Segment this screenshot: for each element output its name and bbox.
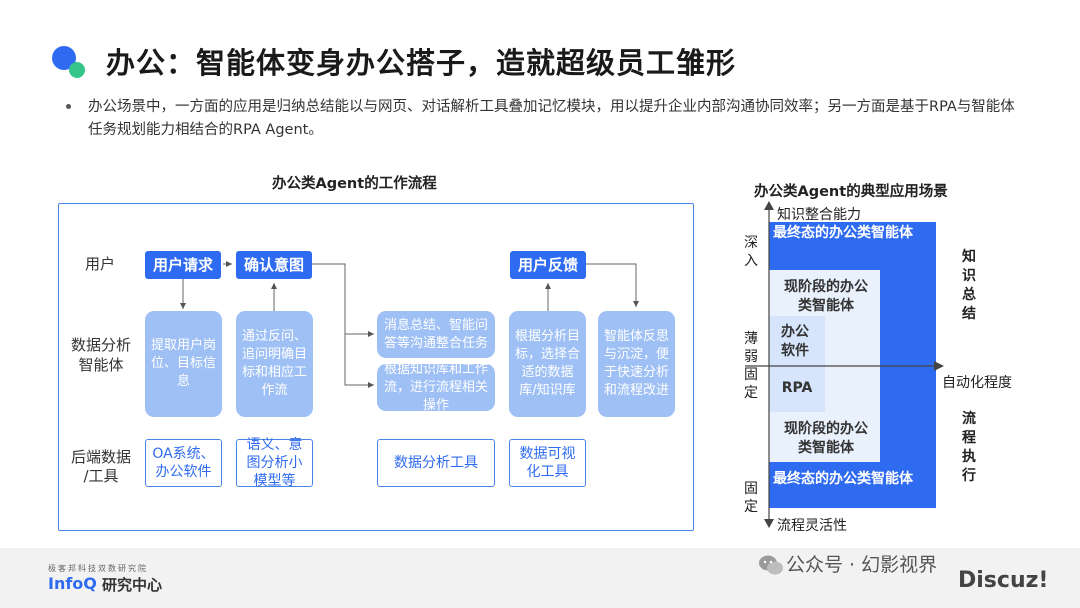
office-software-label: 办公软件 <box>781 324 809 359</box>
quadrant-title: 办公类Agent的典型应用场景 <box>754 184 948 200</box>
row-label-tools-1: 后端数据 <box>70 448 131 466</box>
y-axis-arrow-down <box>764 519 774 528</box>
footer-bar <box>0 548 1080 608</box>
left-label-weak: 薄弱 <box>744 331 758 365</box>
card-extract: 提取用户岗位、目标信息 <box>145 311 222 417</box>
rpa-label: RPA <box>781 380 813 396</box>
tool-oa: OA系统、办公软件 <box>145 439 222 487</box>
card-summary: 消息总结、智能问答等沟通整合任务 <box>377 311 495 358</box>
card-select: 根据分析目标，选择合适的数据库/知识库 <box>509 311 586 417</box>
right-label-process: 流程执行 <box>962 411 976 484</box>
y-axis-bottom-label: 流程灵活性 <box>777 518 847 534</box>
left-label-bottom-fixed: 固定 <box>744 481 758 515</box>
left-label-deep: 深入 <box>744 235 758 269</box>
y-axis-top-label: 知识整合能力 <box>777 207 861 223</box>
arrow-feedback-reflect <box>586 263 639 307</box>
row-label-tools-2: /工具 <box>83 467 119 485</box>
intro-bullet: 办公场景中，一方面的应用是归纳总结能以与网页、对话解析工具叠加记忆模块，用以提升… <box>88 99 1015 138</box>
confirm-intent-node: 确认意图 <box>236 251 312 279</box>
brand-logo: InfoQ <box>48 574 97 593</box>
x-axis-arrow <box>934 361 944 371</box>
current-top-label: 现阶段的办公类智能体 <box>784 279 868 314</box>
arrow-intent-operate <box>344 334 374 388</box>
zone-office-rpa <box>769 316 825 412</box>
right-label-knowledge: 知识总结 <box>962 249 976 322</box>
arrow-intent-summary <box>312 263 374 337</box>
page-title: 办公：智能体变身办公搭子，造就超级员工雏形 <box>106 46 737 80</box>
brand-logo-cn: 研究中心 <box>102 576 163 594</box>
current-bottom-label: 现阶段的办公类智能体 <box>784 421 868 456</box>
row-label-user: 用户 <box>84 255 115 273</box>
y-axis-arrow-up <box>764 201 774 210</box>
card-reflect: 智能体反思与沉淀，便于快速分析和流程改进 <box>598 311 675 417</box>
bullet-icon <box>66 104 71 109</box>
x-axis-label: 自动化程度 <box>942 375 1012 391</box>
tool-nlp: 语义、意图分析小模型等 <box>236 437 313 489</box>
ultimate-bottom-label: 最终态的办公类智能体 <box>773 471 913 487</box>
wechat-account: 公众号 · 幻影视界 <box>786 554 938 576</box>
row-label-agent-1: 数据分析 <box>70 336 131 354</box>
user-feedback-node: 用户反馈 <box>510 251 586 279</box>
card-operate: 根据知识库和工作流，进行流程相关操作 <box>377 362 495 413</box>
card-clarify: 通过反问、追问明确目标和相应工作流 <box>236 311 313 417</box>
discuz-watermark: Discuz! <box>958 568 1049 593</box>
brand-tagline: 极客邦科技双数研究院 <box>48 564 148 573</box>
wechat-icon <box>759 555 783 575</box>
left-label-fixed: 固定 <box>744 367 758 401</box>
user-request-node: 用户请求 <box>145 251 221 279</box>
row-label-agent-2: 智能体 <box>78 356 124 374</box>
tool-viz: 数据可视化工具 <box>509 439 586 487</box>
flow-title: 办公类Agent的工作流程 <box>272 176 437 192</box>
logo-green-dot <box>69 62 85 78</box>
tool-analysis: 数据分析工具 <box>377 439 495 487</box>
ultimate-top-label: 最终态的办公类智能体 <box>773 225 913 241</box>
